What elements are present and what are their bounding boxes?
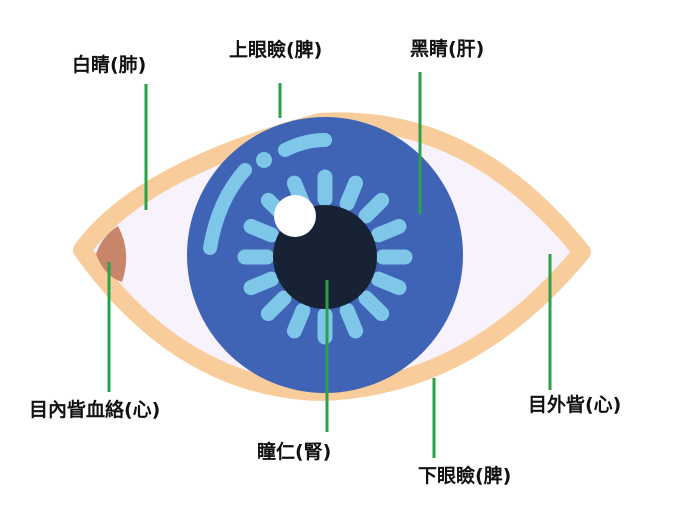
pupil-highlight	[274, 195, 316, 237]
iris-rays	[237, 169, 413, 345]
iris-ray	[358, 192, 390, 224]
label-iris: 黑睛(肝)	[410, 38, 485, 60]
iris-highlight-arc-top	[278, 133, 332, 157]
iris-ray	[371, 271, 407, 296]
label-pupil: 瞳仁(腎)	[257, 441, 332, 463]
iris-ray	[339, 303, 364, 339]
iris-ray	[286, 303, 311, 339]
leader-lines	[107, 72, 552, 458]
label-outer-canthus: 目外眥(心)	[528, 394, 622, 416]
label-inner-canthus: 目內眥血絡(心)	[29, 399, 161, 421]
iris-ray	[358, 290, 390, 322]
iris-ray	[339, 175, 364, 211]
iris-ray	[243, 218, 279, 243]
iris-highlight-dot	[256, 152, 272, 168]
iris-ray	[371, 218, 407, 243]
iris-highlight-arc	[203, 163, 252, 255]
label-lower-eyelid: 下眼瞼(脾)	[418, 465, 512, 487]
iris-ray	[260, 290, 292, 322]
label-sclera: 白睛(肺)	[72, 54, 147, 76]
label-upper-eyelid: 上眼瞼(脾)	[229, 39, 323, 61]
inner-canthus-caruncle	[96, 226, 127, 282]
iris-ray	[243, 271, 279, 296]
